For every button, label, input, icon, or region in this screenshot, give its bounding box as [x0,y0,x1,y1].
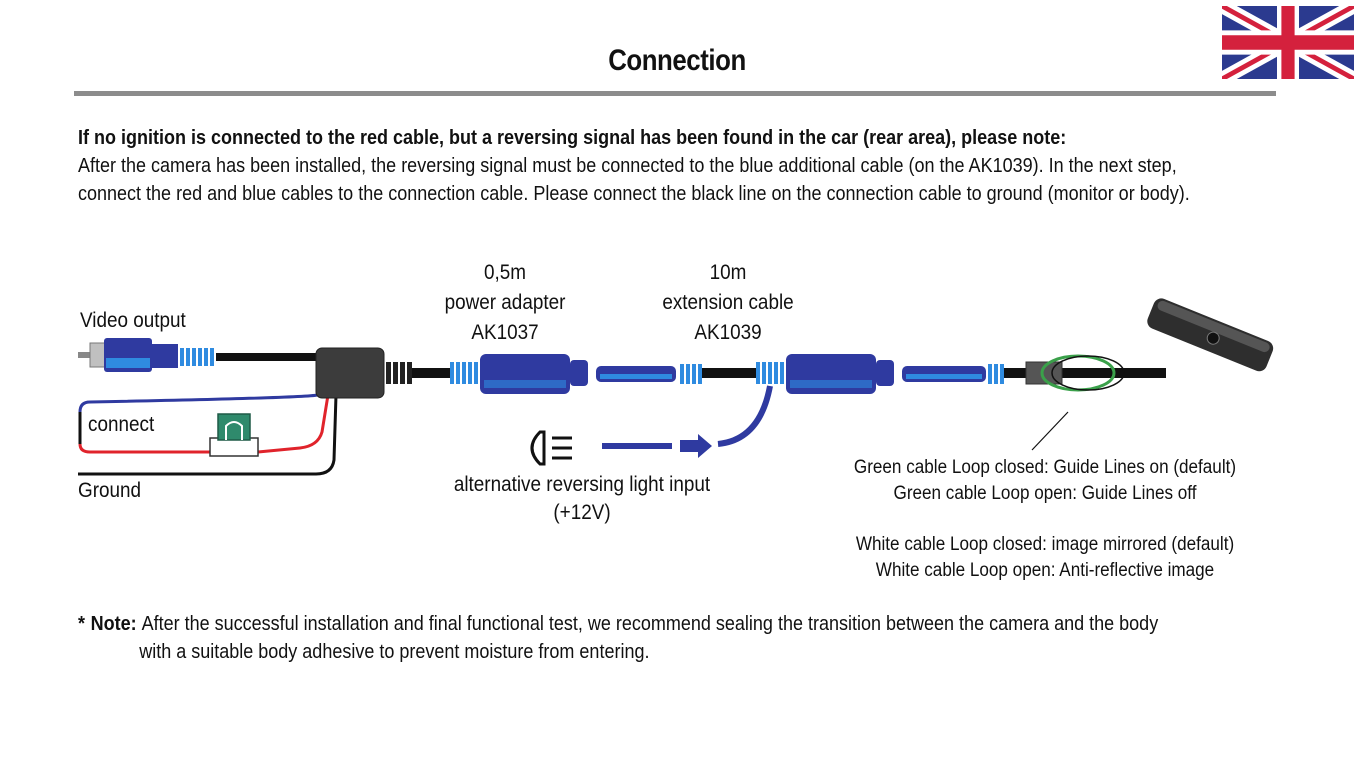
power-adapter-connector [450,354,588,394]
title-divider [74,91,1276,96]
extension-cable-model: AK1039 [694,321,762,344]
footnote: * Note: After the successful installatio… [78,610,1185,666]
footnote-label: Note: [90,613,142,635]
footnote-text: After the successful installation and fi… [139,613,1159,663]
extension-cable-connector [756,354,894,394]
reverse-arrow [680,434,712,458]
loop-pointer [1031,411,1069,451]
camera-plug [902,364,1004,384]
green-loop-open: Green cable Loop open: Guide Lines off [893,483,1197,504]
footnote-star: * [78,613,86,635]
black-ground-wire [78,394,338,476]
rca-plug-icon [78,338,214,372]
power-adapter-length: 0,5m [483,261,527,284]
blue-branch-wire [717,385,773,447]
uk-flag-icon[interactable] [1222,6,1354,79]
red-wire-left [78,443,210,454]
camera-icon [1147,298,1274,372]
power-adapter-plug [596,364,702,384]
fuse-icon [209,413,259,457]
splitter-box [315,347,385,399]
video-output-label: Video output [80,309,186,332]
white-loop-closed: White cable Loop closed: image mirrored … [855,534,1235,555]
green-loop-closed: Green cable Loop closed: Guide Lines on … [853,457,1237,478]
extension-cable-name: extension cable [662,291,794,314]
page-title: Connection [608,44,746,77]
white-loop-open: White cable Loop open: Anti-reflective i… [875,560,1215,581]
reversing-input-voltage: (+12V) [553,501,611,524]
headlight-icon [530,430,572,466]
intro-heading: If no ignition is connected to the red c… [78,127,1067,149]
red-wire [257,394,330,454]
intro-body: After the camera has been installed, the… [78,155,1190,205]
connect-label: connect [88,413,155,436]
intro-text: If no ignition is connected to the red c… [78,124,1203,208]
white-loop [1051,355,1125,391]
blue-wire [78,393,319,413]
reversing-input-label: alternative reversing light input [453,473,711,496]
extension-cable-length: 10m [709,261,747,284]
wiring-diagram [78,298,1274,476]
power-adapter-name: power adapter [444,291,566,314]
ground-label: Ground [78,479,142,502]
power-adapter-model: AK1037 [471,321,539,344]
